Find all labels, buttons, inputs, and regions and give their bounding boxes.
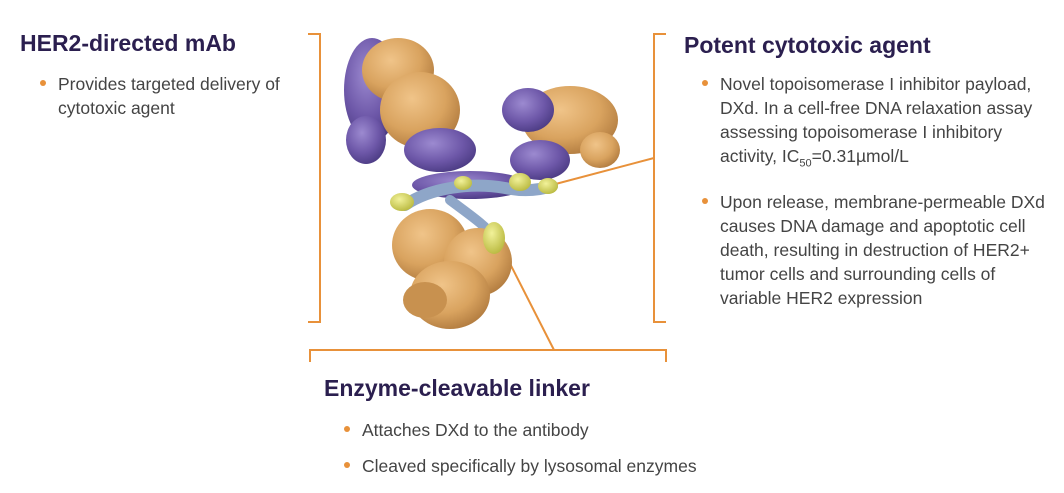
payload-description: Novel topoisomerase I inhibitor payload,… [720,74,1033,166]
ic50-subscript: 50 [799,157,812,170]
mab-bullet: Provides targeted delivery of cytotoxic … [38,72,303,120]
linker-bullet: Cleaved specifically by lysosomal enzyme… [342,454,762,478]
ic50-label: IC [781,146,800,166]
payload-connector-line [547,157,655,187]
linker-bullet: Attaches DXd to the antibody [342,418,762,442]
linker-bullet-list: Attaches DXd to the antibody Cleaved spe… [342,418,762,478]
cytotoxic-agent-heading: Potent cytotoxic agent [684,32,931,58]
mab-bullet-list: Provides targeted delivery of cytotoxic … [38,72,303,120]
cytotoxic-agent-bullet: Upon release, membrane-permeable DXd cau… [700,190,1055,310]
bottom-bracket [309,349,667,362]
mab-heading: HER2-directed mAb [20,30,236,56]
ic50-value: =0.31µmol/L [811,146,909,166]
right-bracket [653,33,666,323]
cytotoxic-agent-bullet-list: Novel topoisomerase I inhibitor payload,… [700,72,1055,310]
antibody-drug-conjugate-icon [344,38,620,329]
cytotoxic-agent-bullet: Novel topoisomerase I inhibitor payload,… [700,72,1055,176]
left-bracket [308,33,321,323]
linker-heading: Enzyme-cleavable linker [324,375,590,401]
